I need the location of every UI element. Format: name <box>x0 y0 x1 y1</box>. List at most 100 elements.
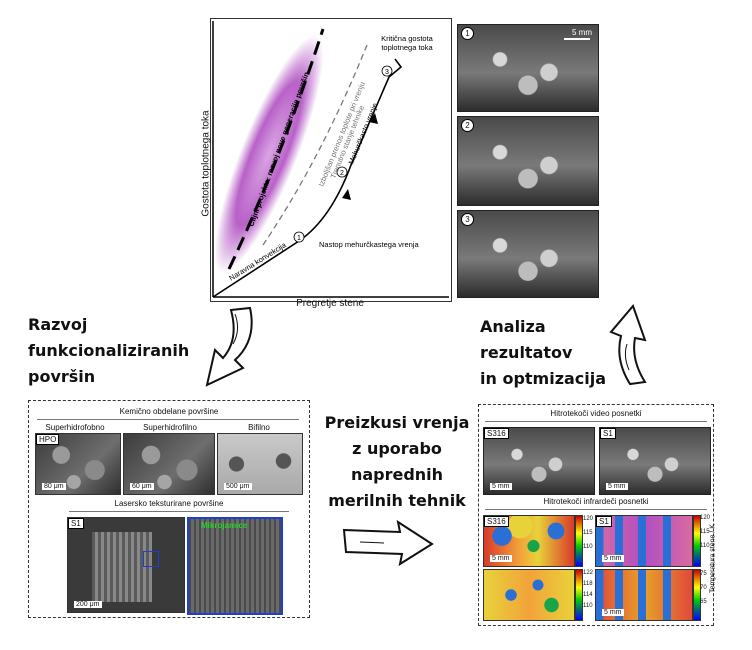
left-caption-line-1: Razvoj <box>28 315 88 334</box>
colorbar-c <box>693 515 701 567</box>
ticks-b: 122 118 114 110 <box>583 569 593 610</box>
photo-scale-label: 5 mm <box>572 28 592 37</box>
s316-tag-video: S316 <box>484 428 509 439</box>
sem-scale-2: 60 μm <box>130 483 154 490</box>
microcavity-label: Mikrojamice <box>201 521 248 530</box>
photo-number-3: 3 <box>461 213 474 226</box>
middle-caption-line-3: naprednih <box>350 465 444 484</box>
right-caption-line-3: in optmizacija <box>480 369 607 388</box>
ir-scale-2: 5 mm <box>602 555 624 562</box>
marker-1: 1 <box>293 231 305 243</box>
tick-b-0: 122 <box>583 570 594 576</box>
photo-number-1: 1 <box>461 27 474 40</box>
surfaces-panel: Kemično obdelane površine Superhidrofobn… <box>28 400 310 618</box>
bubble-photo-2: 2 <box>457 116 599 206</box>
onset-label: Nastop mehurčkastega vrenja <box>319 240 419 249</box>
colorbar-title: Temperatura stene / K <box>709 524 717 593</box>
left-caption-line-2: funkcionaliziranih <box>28 341 190 360</box>
ir-s1-bottom: 5 mm <box>595 569 693 621</box>
sem-superhydrophobic: HPO 80 μm <box>35 433 121 495</box>
tick-c-2: 110 <box>700 543 710 549</box>
sem-scale-3: 500 μm <box>224 483 252 490</box>
x-axis-label: Pregretje stene <box>296 298 364 309</box>
laser-zoom: Mikrojamice <box>187 517 283 615</box>
tick-d-0: 75 <box>700 571 707 577</box>
colorbar-b <box>575 569 583 621</box>
tick-c-0: 120 <box>700 515 711 521</box>
ticks-a: 120 115 110 <box>583 515 593 551</box>
right-caption-line-1: Analiza <box>480 317 546 336</box>
bubble-photo-3: 3 <box>457 210 599 298</box>
y-axis-label: Gostota toplotnega toka <box>200 110 212 217</box>
colorbar-d <box>693 569 701 621</box>
ticks-d-outer: 75 70 65 <box>700 570 707 606</box>
left-arrow <box>205 306 253 387</box>
curve-arrow-1 <box>342 189 351 200</box>
middle-caption-line-1: Preizkusi vrenja <box>324 413 470 432</box>
tick-d-1: 70 <box>700 585 707 591</box>
laser-overview: S1 200 μm <box>67 517 185 613</box>
ir-s1-top: S1 5 mm <box>595 515 693 567</box>
target-region <box>214 34 324 274</box>
sem-superhydrophilic: 60 μm <box>123 433 215 495</box>
photo-scale-bar <box>564 38 590 40</box>
marker-3: 3 <box>381 65 393 77</box>
bubble-photo-1: 1 5 mm <box>457 24 599 112</box>
middle-caption-line-2: z uporabo <box>352 439 442 458</box>
label-superhydrophobic: Superhidrofobno <box>45 423 105 432</box>
middle-caption: Preizkusi vrenja z uporabo naprednih mer… <box>322 410 472 514</box>
laser-header-line <box>69 511 289 512</box>
curve-arrow-2 <box>369 113 378 124</box>
ir-header: Hitrotekoči infrardeči posnetki <box>543 497 649 506</box>
ir-header-line <box>485 509 707 510</box>
s1-tag-laser: S1 <box>68 518 84 529</box>
tick-a-0: 120 <box>583 516 594 522</box>
laser-header: Lasersko teksturirane površine <box>114 499 224 508</box>
s316-tag-ir: S316 <box>484 516 509 527</box>
right-caption-line-2: rezultatov <box>480 343 573 362</box>
svg-text:2: 2 <box>340 170 344 177</box>
tick-b-3: 110 <box>583 603 593 609</box>
hpo-tag: HPO <box>36 434 60 445</box>
video-scale-2: 5 mm <box>606 483 628 490</box>
svg-text:3: 3 <box>385 69 389 76</box>
photo-number-2: 2 <box>461 119 474 132</box>
video-s316: S316 5 mm <box>483 427 595 495</box>
laser-scale: 200 μm <box>74 601 102 608</box>
results-panel: Hitrotekoči video posnetki S316 5 mm S1 … <box>478 404 714 626</box>
s1-tag-video: S1 <box>600 428 616 439</box>
tick-c-1: 115 <box>700 529 710 535</box>
critical-label-2: toplotnega toka <box>381 43 433 52</box>
colorbar-a <box>575 515 583 567</box>
label-biphilic: Bifilno <box>248 423 270 432</box>
tick-d-2: 65 <box>700 599 707 605</box>
tick-a-1: 115 <box>583 530 593 536</box>
critical-label-1: Kritična gostota <box>381 34 434 43</box>
ir-s316-bottom <box>483 569 575 621</box>
svg-text:1: 1 <box>297 235 301 242</box>
tick-b-2: 114 <box>583 592 593 598</box>
left-caption-line-3: površin <box>28 367 96 386</box>
middle-caption-line-4: merilnih tehnik <box>328 491 466 510</box>
video-header: Hitrotekoči video posnetki <box>550 409 642 418</box>
label-superhydrophilic: Superhidrofilno <box>143 423 197 432</box>
marker-2: 2 <box>336 166 348 178</box>
middle-arrow <box>342 519 434 567</box>
chemical-header-line <box>37 419 299 420</box>
video-s1: S1 5 mm <box>599 427 711 495</box>
sem-biphilic: 500 μm <box>217 433 303 495</box>
tick-b-1: 118 <box>583 581 593 587</box>
ticks-c-outer: 120 115 110 <box>700 514 710 550</box>
right-arrow <box>609 304 647 386</box>
right-caption: Analiza rezultatov in optmizacija <box>480 314 610 392</box>
ir-s316-top: S316 5 mm <box>483 515 575 567</box>
boiling-curve-plot: 1 2 3 Kritična gostota toplotnega toka N… <box>210 18 452 302</box>
video-header-line <box>485 421 707 422</box>
tick-a-2: 110 <box>583 544 593 550</box>
boiling-curve-svg: 1 2 3 Kritična gostota toplotnega toka N… <box>212 21 449 298</box>
sem-scale-1: 80 μm <box>42 483 66 490</box>
enhanced-curve <box>262 44 368 246</box>
chemical-header: Kemično obdelane površine <box>119 407 219 416</box>
ir-scale-3: 5 mm <box>602 609 624 616</box>
video-scale-1: 5 mm <box>490 483 512 490</box>
